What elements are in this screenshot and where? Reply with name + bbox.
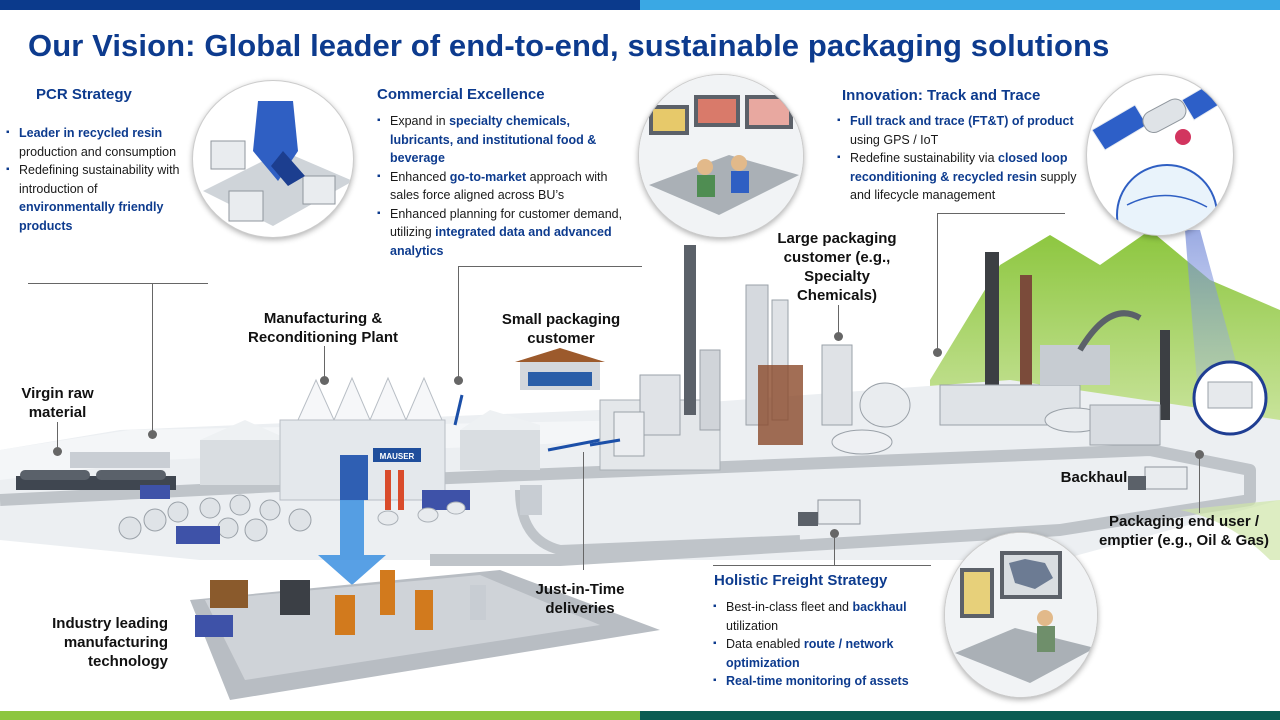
- innovation-heading: Innovation: Track and Trace: [842, 87, 1041, 104]
- pcr-bullet-1: Leader in recycled resin production and …: [6, 124, 196, 161]
- innovation-bullet-2: Redefine sustainability via closed loop …: [837, 149, 1082, 205]
- pcr-strategy-heading: PCR Strategy: [36, 86, 132, 103]
- holistic-freight-heading: Holistic Freight Strategy: [714, 572, 888, 589]
- commercial-bullet-2: Enhanced go-to-market approach with sale…: [377, 168, 632, 205]
- manufacturing-plant: MAUSER: [118, 376, 470, 585]
- freight-leader-dot: [830, 529, 839, 538]
- innovation-leader: [937, 213, 938, 351]
- jit-leader: [583, 452, 584, 570]
- pcr-leader-dot: [148, 430, 157, 439]
- freight-divider: [713, 565, 931, 566]
- commercial-leader-dot: [454, 376, 463, 385]
- mfg-leader: [324, 346, 325, 380]
- commercial-bullet-3: Enhanced planning for customer demand, u…: [377, 205, 632, 261]
- holistic-freight-bullets: Best-in-class fleet and backhaul utiliza…: [713, 598, 933, 691]
- freight-bullet-2: Data enabled route / network optimizatio…: [713, 635, 933, 672]
- large-customer-label: Large packaging customer (e.g., Specialt…: [777, 230, 897, 304]
- innovation-bullet-1: Full track and trace (FT&T) of product u…: [837, 112, 1082, 149]
- mfg-leader-dot: [320, 376, 329, 385]
- control-room-icon: [638, 74, 804, 238]
- factory-floor: [190, 570, 660, 700]
- satellite-globe-icon: [1086, 74, 1234, 236]
- innovation-leader-dot: [933, 348, 942, 357]
- logistics-desk-icon: [944, 532, 1098, 698]
- industry-technology-label: Industry leading manufacturing technolog…: [52, 615, 168, 670]
- virgin-raw-leader-dot: [53, 447, 62, 456]
- recycling-plant-icon: [192, 80, 354, 238]
- commercial-excellence-heading: Commercial Excellence: [377, 86, 545, 103]
- small-customer-label: Small packaging customer: [501, 311, 621, 347]
- freight-leader: [834, 534, 835, 565]
- virgin-raw-material-label: Virgin raw material: [21, 385, 94, 421]
- freight-bullet-1: Best-in-class fleet and backhaul utiliza…: [713, 598, 933, 635]
- mauser-logo: MAUSER: [380, 452, 415, 461]
- manufacturing-plant-label: Manufacturing & Reconditioning Plant: [248, 310, 398, 346]
- truck-icon: [798, 499, 861, 526]
- jit-deliveries-label: Just-in-Time deliveries: [535, 581, 625, 617]
- backhaul-label: Backhaul: [1060, 469, 1128, 486]
- commercial-bullet-1: Expand in specialty chemicals, lubricant…: [377, 112, 632, 168]
- small-customer-building: [515, 348, 605, 390]
- pcr-divider: [28, 283, 208, 284]
- end-user-leader-dot: [1195, 450, 1204, 459]
- top-accent-bar-right: [640, 0, 1280, 10]
- end-user-leader: [1199, 455, 1200, 513]
- freight-bullet-3: Real-time monitoring of assets: [713, 672, 933, 691]
- industrial-scene-illustration: MAUSER: [0, 230, 1280, 700]
- bottom-accent-bar-left: [0, 711, 640, 720]
- large-customer-leader: [838, 305, 839, 335]
- virgin-raw-leader: [57, 422, 58, 450]
- large-customer-leader-dot: [834, 332, 843, 341]
- pcr-bullet-2: Redefining sustainability with introduct…: [6, 161, 196, 235]
- commercial-divider: [458, 266, 642, 267]
- end-user-site: [939, 252, 1170, 446]
- page-title: Our Vision: Global leader of end-to-end,…: [28, 28, 1110, 63]
- pcr-leader: [152, 283, 153, 433]
- train-icon: [16, 452, 176, 490]
- bottom-accent-bar-right: [640, 711, 1280, 720]
- commercial-excellence-bullets: Expand in specialty chemicals, lubricant…: [377, 112, 632, 260]
- end-user-label: Packaging end user / emptier (e.g., Oil …: [1098, 513, 1270, 549]
- top-accent-bar-left: [0, 0, 640, 10]
- refinery-icon: [599, 245, 911, 471]
- innovation-bullets: Full track and trace (FT&T) of product u…: [837, 112, 1082, 205]
- pcr-strategy-bullets: Leader in recycled resin production and …: [6, 124, 196, 235]
- commercial-leader: [458, 266, 459, 378]
- innovation-divider: [937, 213, 1065, 214]
